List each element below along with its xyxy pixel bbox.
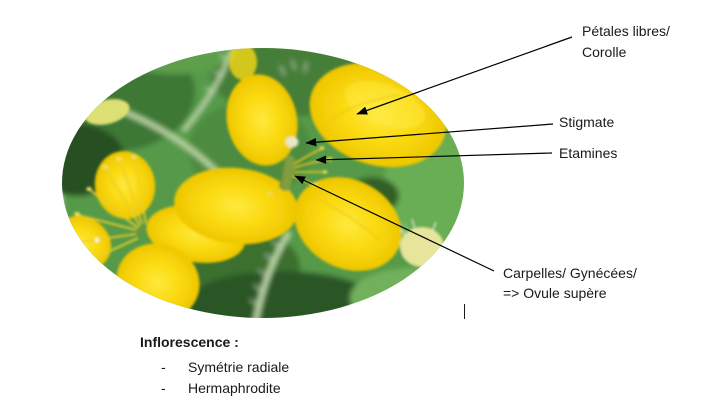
label-petales-corolle[interactable]: Pétales libres/ Corolle [582,21,670,63]
label-line: Stigmate [559,114,615,130]
label-etamines[interactable]: Etamines [559,145,617,162]
list-item-hermaphrodite[interactable]: - Hermaphrodite [161,380,281,396]
text-cursor [464,304,466,319]
label-line: Carpelles/ Gynécées/ [503,265,637,281]
label-line: Corolle [582,44,627,60]
stigma [285,136,299,148]
list-item-symetrie[interactable]: - Symétrie radiale [161,359,289,375]
label-carpelles-gynecees[interactable]: Carpelles/ Gynécées/ => Ovule supère [503,263,637,303]
list-item-text: Symétrie radiale [188,359,290,375]
arrow-stigmate[interactable] [305,123,554,147]
label-line: Pétales libres/ [582,23,670,39]
notes-heading[interactable]: Inflorescence : [140,334,239,350]
figure-photo [62,48,464,318]
arrow-carpelles[interactable] [294,175,495,272]
arrow-petales[interactable] [356,36,573,115]
left-flower-stamens [77,157,147,259]
label-line: Etamines [559,145,618,161]
list-item-text: Hermaphrodite [188,380,281,396]
callout-arrows [294,36,573,272]
arrow-etamines[interactable] [315,152,553,164]
label-stigmate[interactable]: Stigmate [559,114,614,131]
label-line: => Ovule supère [503,285,607,301]
list-bullet: - [161,380,166,396]
list-bullet: - [161,359,166,375]
